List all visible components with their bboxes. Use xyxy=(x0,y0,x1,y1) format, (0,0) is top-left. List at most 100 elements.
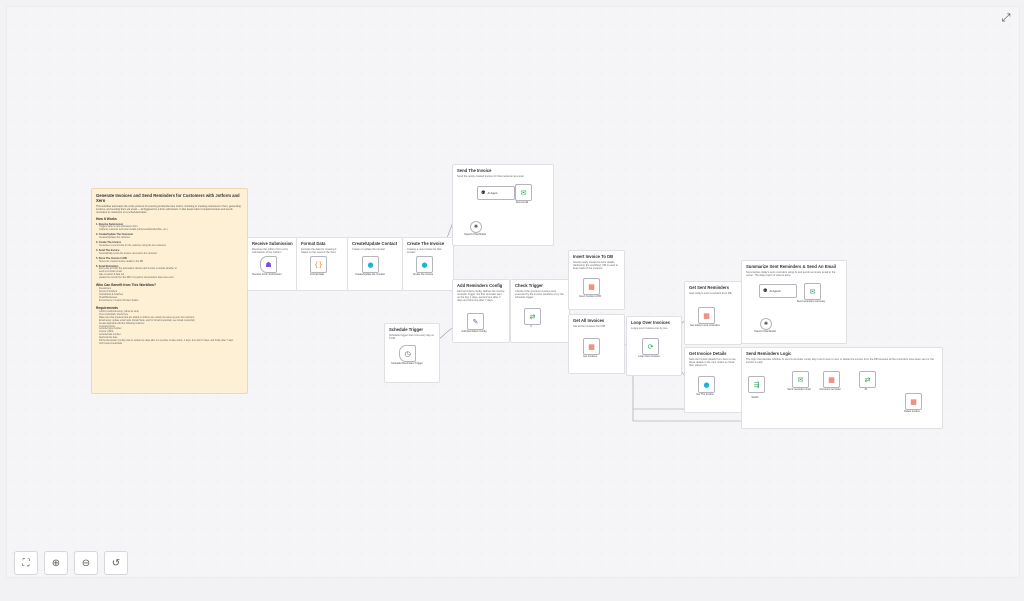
email-icon: ✉ xyxy=(797,375,804,384)
section-desc: Get all the invoices from DB xyxy=(573,324,606,328)
section-desc: Receives the jotform form entry submissi… xyxy=(252,247,289,254)
send-summary-node[interactable]: ✉ xyxy=(804,283,821,300)
format-data-node[interactable]: {} xyxy=(310,256,327,273)
note-req-item: reminder/type number xyxy=(99,328,122,331)
xero-icon: ● xyxy=(703,380,710,389)
section-desc: Inserts newly created invoice details (d… xyxy=(573,260,618,271)
section-title: Schedule Trigger xyxy=(389,327,423,332)
email-icon: ✉ xyxy=(809,287,816,296)
fit-view-button[interactable]: ⛶ xyxy=(14,551,38,575)
fit-view-icon: ⛶ xyxy=(22,557,30,569)
zoom-in-button[interactable]: ⊕ xyxy=(44,551,68,575)
note-title: Generate Invoices and Send Reminders for… xyxy=(96,193,240,203)
section-desc: Add reminders config, defines the invoic… xyxy=(457,289,505,303)
openai-icon: ✺ xyxy=(473,224,479,230)
zoom-controls: ⛶ ⊕ ⊖ ↺ xyxy=(14,551,128,575)
get-invoice-node[interactable]: ● xyxy=(698,376,715,393)
note-who-item: Small Businesses xyxy=(99,296,118,299)
note-step-item: Every day at 9 AM, the automation checks… xyxy=(99,268,178,271)
schedule-trigger-node[interactable]: ◷ xyxy=(399,345,416,362)
section-desc: Summarizes today's sent reminders using … xyxy=(746,270,836,277)
reset-zoom-button[interactable]: ↺ xyxy=(104,551,128,575)
node-label: Send reminders summary xyxy=(796,300,826,303)
section-desc: Schedule trigger that runs every day at … xyxy=(389,333,434,340)
note-step-item: Automatically sends the invoice via emai… xyxy=(99,252,158,255)
branch-icon: ⇄ xyxy=(529,312,536,321)
email-icon: ✉ xyxy=(520,188,527,197)
section-title: Receive Submission xyxy=(252,241,293,246)
zoom-in-icon: ⊕ xyxy=(51,557,61,569)
openai-model-2-node[interactable]: ✺ xyxy=(760,318,772,330)
node-label: If1 xyxy=(864,388,868,391)
xero-contact-node[interactable]: ● xyxy=(362,256,379,273)
node-label: Switch xyxy=(751,396,759,399)
section-title: Send Reminders Logic xyxy=(746,351,792,356)
section-desc: Create or update the contact xyxy=(352,247,385,251)
node-label: Send email xyxy=(515,201,529,204)
section-reminders-config[interactable]: Add Reminders Config Add reminders confi… xyxy=(452,279,510,343)
get-invoices-node[interactable]: ▦ xyxy=(583,338,600,355)
table-icon: ▦ xyxy=(588,282,595,291)
node-label: Loop Over Invoices xyxy=(638,355,660,358)
table-icon: ▦ xyxy=(703,311,710,320)
section-send-invoice[interactable]: Send The Invoice Send the newly created … xyxy=(452,164,554,246)
form-trigger-node[interactable]: ☗ xyxy=(260,256,277,273)
node-label: Create/Update the Contact xyxy=(355,273,385,276)
workflow-canvas[interactable]: ⤢ xyxy=(6,6,1020,578)
overview-note[interactable]: Generate Invoices and Send Reminders for… xyxy=(91,188,248,394)
section-title: Check Trigger xyxy=(515,283,543,288)
section-create-invoice[interactable]: Create The Invoice Creates a new invoice… xyxy=(402,237,454,291)
node-label: Get Invoices xyxy=(583,355,597,358)
openai-model-node[interactable]: ✺ xyxy=(470,221,482,233)
note-step-title: 3. Create The Invoice xyxy=(96,241,122,245)
node-label: Insert Invoice to DB xyxy=(579,295,601,298)
get-sent-reminders-node[interactable]: ▦ xyxy=(698,307,715,324)
delete-invoice-node[interactable]: ▦ xyxy=(905,393,922,410)
reminders-config-node[interactable]: ✎ xyxy=(467,313,484,330)
increment-reminder-node[interactable]: ▦ xyxy=(823,371,840,388)
note-req-item: Jotform webhook setup, (show as Link) xyxy=(99,310,139,313)
if-1-node[interactable]: ⇄ xyxy=(859,371,876,388)
section-summarize-reminders[interactable]: Summarize Sent Reminders & Send An Email… xyxy=(741,260,847,344)
node-label: Get today's sent reminders xyxy=(690,324,720,327)
fullscreen-icon[interactable]: ⤢ xyxy=(1001,12,1011,24)
ai-agent-node[interactable]: ⚉AI Agent xyxy=(477,186,515,200)
note-step-item: Creates/Updates the customer xyxy=(99,236,131,239)
note-req-item: invoice/id string xyxy=(99,325,115,328)
note-who-item: E-Commerce / Custom Product Sellers xyxy=(99,299,139,302)
note-step-title: 1. Receive Submission xyxy=(96,222,124,226)
note-req-item: last/reminder date xyxy=(99,337,118,340)
note-req-item: invoice url/link xyxy=(99,331,114,334)
node-label: Increment reminder xyxy=(819,388,841,391)
note-who-heading: Who Can Benefit from This Workflow? xyxy=(96,283,157,288)
section-title: Get All Invoices xyxy=(573,318,605,323)
note-step-item: Captures customer and order details (nam… xyxy=(99,228,168,231)
loop-node[interactable]: ⟳ xyxy=(642,338,659,355)
insert-db-node[interactable]: ▦ xyxy=(583,278,600,295)
section-title: Get Invoice Details xyxy=(689,351,727,356)
table-icon: ▦ xyxy=(588,342,595,351)
zoom-out-button[interactable]: ⊖ xyxy=(74,551,98,575)
note-req-item: Make sure that products that are added t… xyxy=(99,316,195,319)
if-node[interactable]: ⇄ xyxy=(524,308,541,325)
switch-node[interactable]: ⇶ xyxy=(748,376,765,393)
send-email-node[interactable]: ✉ xyxy=(515,184,532,201)
xero-icon: ● xyxy=(367,260,374,269)
node-label: If xyxy=(530,325,532,328)
note-req-item: Email setup, update email node (Gmail No… xyxy=(99,319,195,322)
section-title: Get Sent Reminders xyxy=(689,285,730,290)
send-reminder-node[interactable]: ✉ xyxy=(792,371,809,388)
section-title: Create The Invoice xyxy=(407,241,445,246)
note-step-item: take no action if data not xyxy=(99,274,125,277)
section-send-reminders-logic[interactable]: Send Reminders Logic The logic that deci… xyxy=(741,347,943,429)
table-icon: ▦ xyxy=(828,375,835,384)
note-step-item: Generates a new invoice for the customer… xyxy=(99,244,166,247)
section-check-trigger[interactable]: Check Trigger Checks if the process invo… xyxy=(510,279,570,343)
ai-agent-2-node[interactable]: ⚉AI Agent1 xyxy=(759,284,797,298)
xero-invoice-node[interactable]: ● xyxy=(416,256,433,273)
section-desc: Formats the data for creating it based o… xyxy=(301,247,337,254)
table-icon: ▦ xyxy=(910,397,917,406)
note-intro: This workflow automates the entire proce… xyxy=(96,205,241,214)
section-desc: Loops over invoices one by one xyxy=(631,326,668,330)
pencil-icon: ✎ xyxy=(472,317,479,326)
